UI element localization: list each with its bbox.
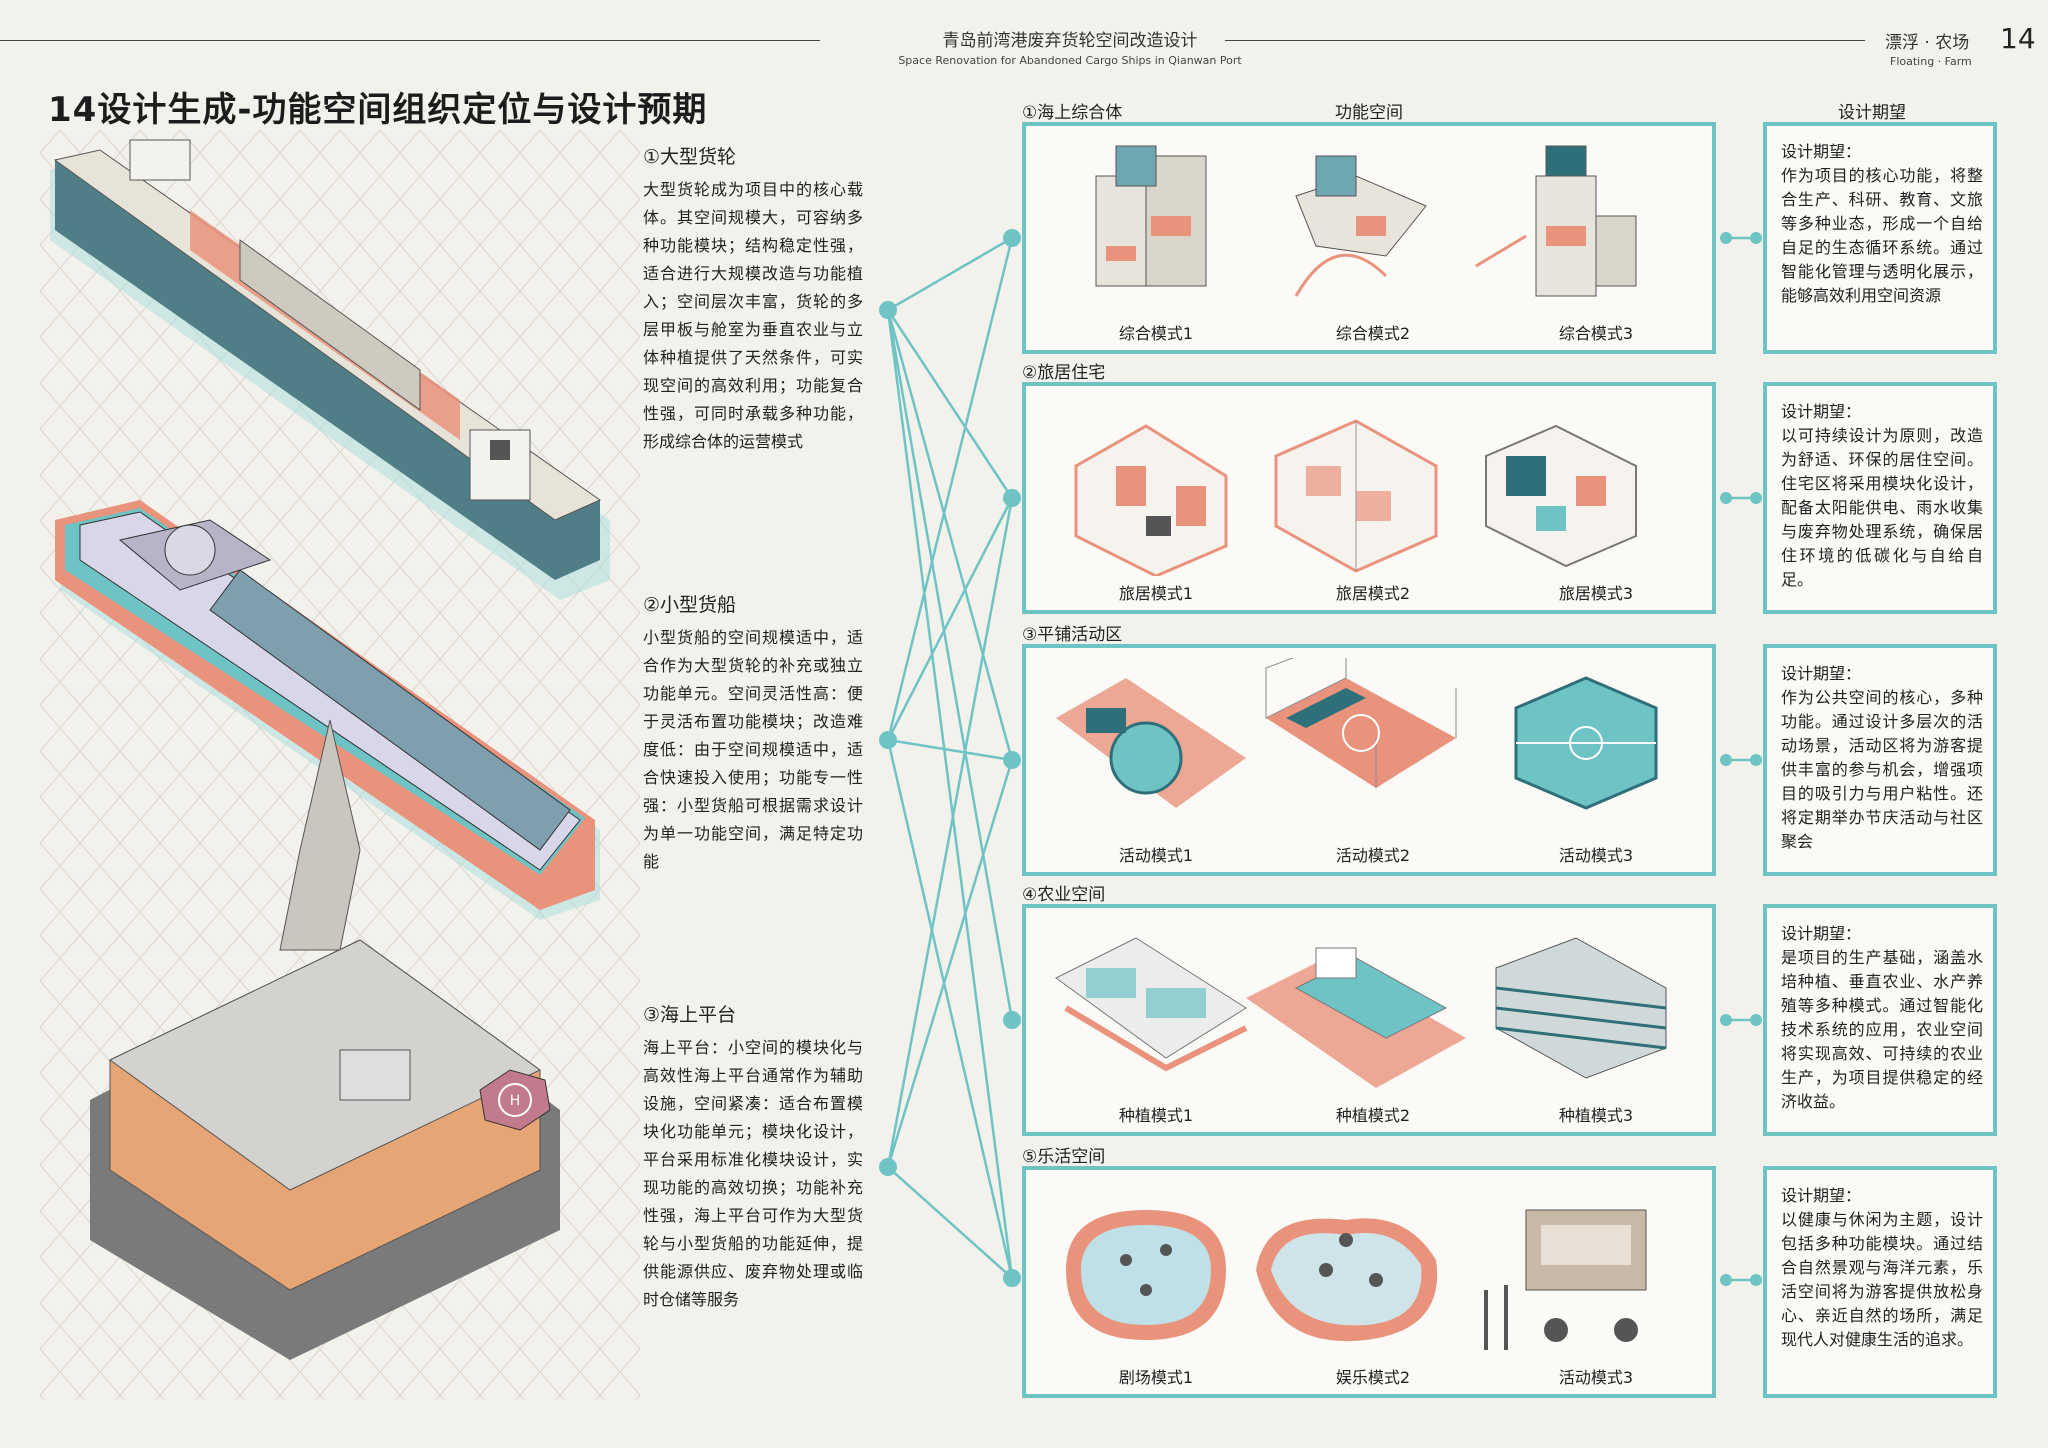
caption-1-2: 综合模式2 [1335, 324, 1411, 343]
exp-link-node-5 [1750, 1274, 1762, 1286]
expectation-text-2: 以可持续设计为原则，改造为舒适、环保的居住空间。住宅区将采用模块化设计，配备太阳… [1781, 426, 1983, 589]
expectation-title-2: 设计期望： [1781, 402, 1862, 421]
section-title-large-ship: ①大型货轮 [643, 146, 737, 168]
row-node-4 [1003, 1011, 1021, 1029]
connector-lines [886, 236, 1750, 1282]
source-node-small-ship [879, 731, 897, 749]
row-node-2 [1003, 489, 1021, 507]
farming-mode-illustrations [1055, 937, 1667, 1088]
caption-3-2: 活动模式2 [1335, 846, 1411, 865]
exp-link-node-4 [1750, 1014, 1762, 1026]
section-body-platform: 海上平台：小空间的模块化与高效性海上平台通常作为辅助设施，空间紧凑：适合布置模块… [643, 1038, 863, 1309]
complex-mode-illustrations [1095, 145, 1637, 297]
row-card-3: 活动模式1 活动模式2 活动模式3 [1022, 644, 1716, 876]
expectation-title-3: 设计期望： [1781, 664, 1862, 683]
row-card-4: 种植模式1 种植模式2 种植模式3 [1022, 904, 1716, 1136]
expectation-text-1: 作为项目的核心功能，将整合生产、科研、教育、文旅等多种业态，形成一个自给自足的生… [1781, 166, 1983, 305]
row-node-3 [1003, 751, 1021, 769]
leisure-mode-illustrations [1066, 1209, 1647, 1350]
row-card-2: 旅居模式1 旅居模式2 旅居模式3 [1022, 382, 1716, 614]
large-cargo-ship [50, 139, 610, 600]
caption-4-3: 种植模式3 [1558, 1106, 1634, 1125]
column-head-expectation: 设计期望 [1838, 103, 1906, 123]
card-link-node-5 [1720, 1274, 1732, 1286]
expectation-title-1: 设计期望： [1781, 142, 1862, 161]
exp-link-node-1 [1750, 232, 1762, 244]
caption-3-1: 活动模式1 [1118, 846, 1194, 865]
row-node-5 [1003, 1269, 1021, 1287]
svg-text:H: H [510, 1093, 521, 1109]
series-title: 漂浮 · 农场 [1885, 33, 1970, 53]
caption-5-1: 剧场模式1 [1118, 1368, 1194, 1387]
caption-2-3: 旅居模式3 [1558, 584, 1634, 603]
caption-4-1: 种植模式1 [1118, 1106, 1194, 1125]
row-node-1 [1003, 229, 1021, 247]
card-link-node-2 [1720, 492, 1732, 504]
page-title: 14设计生成-功能空间组织定位与设计预期 [48, 90, 708, 130]
series-subtitle: Floating · Farm [1890, 55, 1972, 68]
project-title: 青岛前湾港废弃货轮空间改造设计 [942, 31, 1198, 51]
column-head-function: 功能空间 [1335, 103, 1403, 123]
header-rule-right [1225, 40, 1865, 41]
exp-link-node-3 [1750, 754, 1762, 766]
expectation-card-3: 设计期望： 作为公共空间的核心，多种功能。通过设计多层次的活动场景，活动区将为游… [1763, 644, 1997, 876]
activity-mode-illustrations [1056, 658, 1658, 810]
caption-1-3: 综合模式3 [1558, 324, 1634, 343]
residence-mode-illustrations [1074, 419, 1637, 576]
project-subtitle: Space Renovation for Abandoned Cargo Shi… [898, 54, 1242, 67]
expectation-card-5: 设计期望： 以健康与休闲为主题，设计包括多种功能模块。通过结合自然景观与海洋元素… [1763, 1166, 1997, 1398]
section-body-large-ship: 大型货轮成为项目中的核心载体。其空间规模大，可容纳多种功能模块；结构稳定性强，适… [643, 180, 863, 451]
card-link-node-3 [1720, 754, 1732, 766]
expectation-card-1: 设计期望： 作为项目的核心功能，将整合生产、科研、教育、文旅等多种业态，形成一个… [1763, 122, 1997, 354]
header-rule-left [0, 40, 820, 41]
row-label-2: ②旅居住宅 [1022, 363, 1106, 383]
expectation-card-4: 设计期望： 是项目的生产基础，涵盖水培种植、垂直农业、水产养殖等多种模式。通过智… [1763, 904, 1997, 1136]
row-card-1: 综合模式1 综合模式2 综合模式3 [1022, 122, 1716, 354]
expectation-title-5: 设计期望： [1781, 1186, 1862, 1205]
card-link-node-4 [1720, 1014, 1732, 1026]
caption-2-1: 旅居模式1 [1118, 584, 1194, 603]
exp-link-node-2 [1750, 492, 1762, 504]
helipad-icon: H [479, 1069, 551, 1131]
source-node-large-ship [879, 301, 897, 319]
ship-illustrations: H [40, 130, 640, 1400]
row-label-5: ⑤乐活空间 [1022, 1147, 1106, 1167]
expectation-title-4: 设计期望： [1781, 924, 1862, 943]
caption-2-2: 旅居模式2 [1335, 584, 1411, 603]
caption-3-3: 活动模式3 [1558, 846, 1634, 865]
caption-1-1: 综合模式1 [1118, 324, 1194, 343]
expectation-text-3: 作为公共空间的核心，多种功能。通过设计多层次的活动场景，活动区将为游客提供丰富的… [1781, 688, 1983, 851]
small-cargo-ship [55, 500, 600, 920]
row-label-1: ①海上综合体 [1022, 103, 1123, 123]
row-card-5: 剧场模式1 娱乐模式2 活动模式3 [1022, 1166, 1716, 1398]
caption-5-2: 娱乐模式2 [1335, 1368, 1411, 1387]
section-body-small-ship: 小型货船的空间规模适中，适合作为大型货轮的补充或独立功能单元。空间灵活性高：便于… [643, 628, 863, 871]
caption-4-2: 种植模式2 [1335, 1106, 1411, 1125]
page-number: 14 [2000, 22, 2036, 55]
expectation-text-4: 是项目的生产基础，涵盖水培种植、垂直农业、水产养殖等多种模式。通过智能化技术系统… [1781, 948, 1983, 1111]
expectation-card-2: 设计期望： 以可持续设计为原则，改造为舒适、环保的居住空间。住宅区将采用模块化设… [1763, 382, 1997, 614]
offshore-platform: H [90, 719, 560, 1360]
section-title-platform: ③海上平台 [643, 1004, 737, 1026]
row-label-4: ④农业空间 [1022, 885, 1106, 905]
row-label-3: ③平铺活动区 [1022, 625, 1123, 645]
section-title-small-ship: ②小型货船 [643, 594, 737, 616]
source-node-platform [879, 1158, 897, 1176]
expectation-text-5: 以健康与休闲为主题，设计包括多种功能模块。通过结合自然景观与海洋元素，乐活空间将… [1781, 1210, 1983, 1349]
caption-5-3: 活动模式3 [1558, 1368, 1634, 1387]
card-link-node-1 [1720, 232, 1732, 244]
